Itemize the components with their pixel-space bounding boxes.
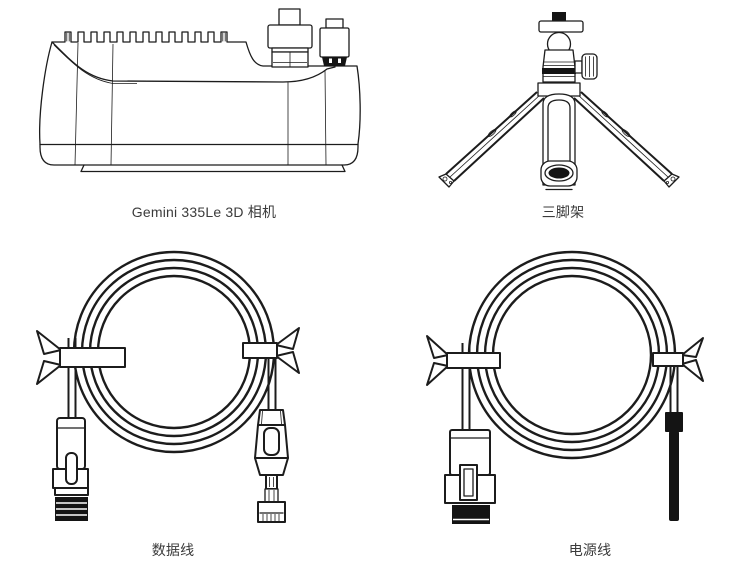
power-cable-bare-lead bbox=[665, 412, 683, 521]
camera-body bbox=[39, 31, 361, 173]
data-cable-right-lead bbox=[267, 353, 277, 411]
data-cable-right-tie bbox=[242, 327, 300, 374]
power-cable-caption: 电源线 bbox=[568, 542, 612, 558]
tripod-caption: 三脚架 bbox=[541, 204, 585, 220]
power-cable-m8-connector bbox=[444, 429, 496, 524]
data-cable-left-tie bbox=[36, 330, 126, 385]
tripod-right-leg bbox=[573, 91, 680, 188]
camera-m12-connector bbox=[267, 8, 313, 68]
tripod-illustration bbox=[438, 12, 680, 191]
camera-m8-connector bbox=[319, 18, 350, 66]
camera-illustration bbox=[39, 8, 361, 173]
data-cable-caption: 数据线 bbox=[151, 542, 195, 558]
power-cable-right-tie bbox=[652, 337, 704, 382]
tripod-left-leg bbox=[438, 91, 545, 188]
data-cable-illustration bbox=[36, 250, 300, 523]
data-cable-m12-connector bbox=[52, 417, 89, 521]
data-cable-rj45-connector bbox=[254, 409, 289, 523]
tripod-ball-head bbox=[538, 12, 598, 83]
camera-caption: Gemini 335Le 3D 相机 bbox=[131, 204, 277, 220]
power-cable-illustration bbox=[426, 250, 704, 524]
power-cable-right-lead bbox=[669, 361, 679, 414]
tripod-center-leg bbox=[540, 93, 578, 191]
power-cable-left-tie bbox=[426, 335, 501, 386]
